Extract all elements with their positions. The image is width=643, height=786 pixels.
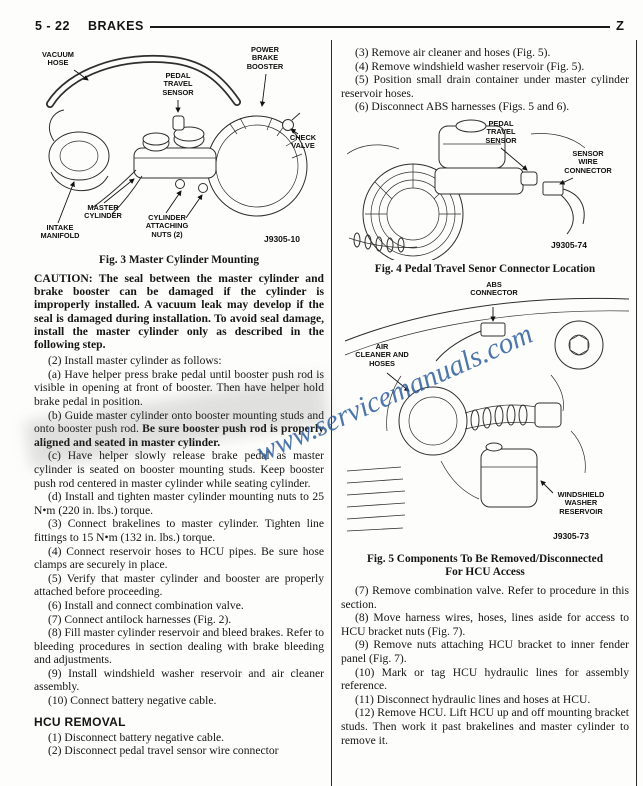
step-paragraph: (12) Remove HCU. Lift HCU up and off mou…: [341, 706, 629, 747]
column-divider-rule: [331, 40, 333, 786]
step-paragraph: (5) Verify that master cylinder and boos…: [34, 571, 324, 599]
right-column: (3) Remove air cleaner and hoses (Fig. 5…: [341, 46, 630, 747]
step-paragraph: (7) Remove combination valve. Refer to p…: [341, 583, 629, 611]
step-paragraph: (9) Install windshield washer reservoir …: [34, 666, 324, 694]
step-paragraph: (5) Position small drain container under…: [341, 73, 629, 100]
step-paragraph: (9) Remove nuts attaching HCU bracket to…: [341, 638, 629, 665]
label-intake-manifold: INTAKE MANIFOLD: [40, 223, 80, 241]
figure-3-line-art: [46, 54, 308, 224]
step-paragraph: (8) Move harness wires, hoses, lines asi…: [341, 611, 629, 638]
step-paragraph: (2) Disconnect pedal travel sensor wire …: [48, 744, 279, 758]
label-pedal-travel-sensor-fig4: PEDAL TRAVEL SENSOR: [485, 118, 517, 145]
figure-5-line-art: [344, 297, 630, 532]
label-check-valve: CHECK VALVE: [289, 133, 317, 151]
figure-5-hcu-access-components: ABS CONNECTOR AIR CLEANER AND HOSES WIND…: [341, 279, 630, 553]
step-paragraph: (1) Disconnect battery negative cable.: [48, 730, 225, 744]
figure-5-code: J9305-73: [553, 530, 589, 541]
label-vacuum-hose: VACUUM HOSE: [42, 50, 74, 68]
hcu-removal-heading: HCU REMOVAL: [34, 714, 126, 729]
step-paragraph: (b) Guide master cylinder onto booster m…: [34, 408, 324, 449]
steps-before-figures: (3) Remove air cleaner and hoses (Fig. 5…: [341, 46, 629, 114]
left-column: VACUUM HOSE PEDAL TRAVEL SENSOR POWER BR…: [34, 45, 324, 758]
section-title: BRAKES: [88, 19, 144, 33]
right-border-rule: [636, 40, 638, 786]
step-paragraph: (6) Install and connect combination valv…: [48, 598, 244, 612]
corner-mark: Z: [616, 18, 624, 33]
step-paragraph: (d) Install and tighten master cylinder …: [34, 490, 324, 517]
step-paragraph: (10) Connect battery negative cable.: [48, 694, 217, 708]
hcu-removal-steps: (1) Disconnect battery negative cable.(2…: [34, 731, 324, 758]
step-paragraph: (4) Connect reservoir hoses to HCU pipes…: [34, 544, 324, 572]
step-paragraph: (4) Remove windshield washer reservoir (…: [355, 59, 585, 73]
step-paragraph: (3) Remove air cleaner and hoses (Fig. 5…: [355, 46, 551, 59]
figure-4-line-art: [346, 119, 586, 260]
label-air-cleaner-and-hoses: AIR CLEANER AND HOSES: [355, 341, 409, 368]
label-sensor-wire-connector: SENSOR WIRE CONNECTOR: [564, 148, 612, 175]
figure-4-caption: Fig. 4 Pedal Travel Senor Connector Loca…: [374, 262, 596, 275]
header-rule: [150, 26, 610, 28]
figure-5-caption-line1: Fig. 5 Components To Be Removed/Disconne…: [367, 552, 603, 565]
figure-3-code: J9305-10: [264, 234, 300, 244]
figure-4-pedal-travel-sensor-connector: PEDAL TRAVEL SENSOR SENSOR WIRE CONNECTO…: [341, 114, 629, 260]
label-abs-connector: ABS CONNECTOR: [470, 279, 518, 298]
figure-3-caption: Fig. 3 Master Cylinder Mounting: [99, 254, 259, 266]
step-paragraph: (7) Connect antilock harnesses (Fig. 2).: [48, 612, 232, 626]
label-master-cylinder: MASTER CYLINDER: [84, 203, 122, 221]
step-paragraph: (3) Connect brakelines to master cylinde…: [34, 517, 324, 544]
step-paragraph: (6) Disconnect ABS harnesses (Figs. 5 an…: [355, 100, 570, 114]
figure-5-caption-line2: For HCU Access: [445, 565, 525, 578]
label-pedal-travel-sensor: PEDAL TRAVEL SENSOR: [162, 71, 194, 97]
step-paragraph: (8) Fill master cylinder reservoir and b…: [34, 626, 324, 667]
caution-text: CAUTION: The seal between the master cyl…: [34, 272, 324, 352]
label-windshield-washer-reservoir: WINDSHIELD WASHER RESERVOIR: [557, 489, 605, 516]
step-paragraph: (10) Mark or tag HCU hydraulic lines for…: [341, 665, 629, 693]
figure-4-code: J9305-74: [551, 239, 587, 250]
label-power-brake-booster: POWER BRAKE BOOSTER: [246, 45, 284, 71]
step-paragraph: (a) Have helper press brake pedal until …: [34, 367, 324, 408]
step-paragraph: (c) Have helper slowly release brake ped…: [34, 449, 324, 490]
step-paragraph: (11) Disconnect hydraulic lines and hose…: [355, 692, 591, 706]
figure-3-master-cylinder-mounting: VACUUM HOSE PEDAL TRAVEL SENSOR POWER BR…: [34, 45, 324, 251]
step-paragraph: (2) Install master cylinder as follows:: [48, 354, 222, 368]
label-cylinder-attaching-nuts: CYLINDER ATTACHING NUTS (2): [145, 213, 189, 239]
page-number: 5 - 22: [35, 19, 70, 33]
steps-after-figures: (7) Remove combination valve. Refer to p…: [341, 584, 629, 747]
master-cylinder-install-steps: (2) Install master cylinder as follows:(…: [34, 354, 324, 707]
